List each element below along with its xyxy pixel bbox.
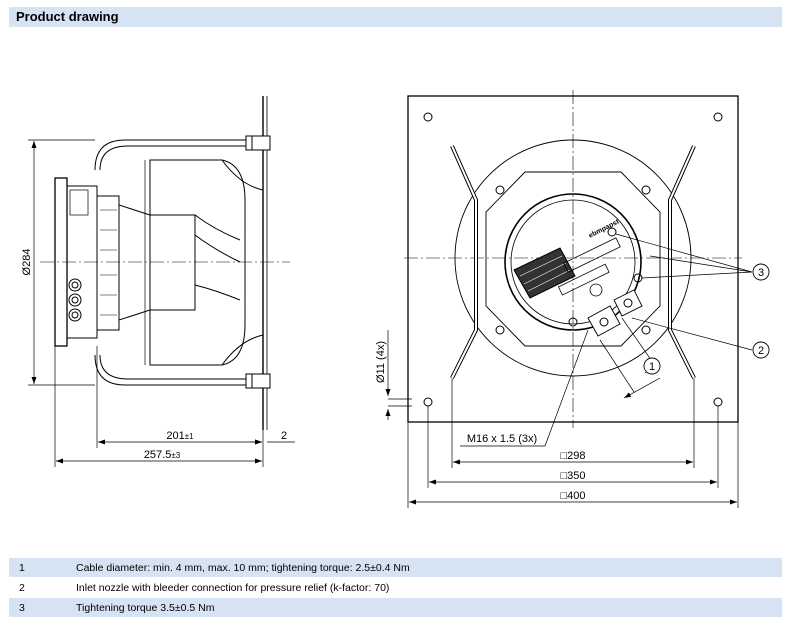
notes-table: 1 Cable diameter: min. 4 mm, max. 10 mm;… <box>9 558 782 618</box>
note-number: 2 <box>9 577 66 598</box>
dim-depth-inner-tol: ±1 <box>185 432 194 441</box>
side-view <box>40 96 290 430</box>
dim-depth-total-group: 257.5±3 <box>144 449 181 461</box>
section-title: Product drawing <box>16 9 119 24</box>
dim-400-label: □400 <box>561 490 586 502</box>
product-drawing: Ø284 201±1 257.5±3 2 <box>21 90 770 508</box>
dim-depth-total-tol: ±3 <box>171 451 180 460</box>
section-header: Product drawing <box>9 7 782 27</box>
callout-2-label: 2 <box>758 345 764 357</box>
table-row: 3 Tightening torque 3.5±0.5 Nm <box>9 597 782 618</box>
table-row: 1 Cable diameter: min. 4 mm, max. 10 mm;… <box>9 558 782 578</box>
callout-circle-3 <box>752 263 770 281</box>
thread-label: M16 x 1.5 (3x) <box>467 433 537 445</box>
note-number: 3 <box>9 597 66 618</box>
side-view-dimensions <box>28 139 295 467</box>
dim-depth-inner-label: 201 <box>166 430 184 442</box>
dim-flange-label: 2 <box>281 430 287 442</box>
dim-350-label: □350 <box>561 470 586 482</box>
table-row: 2 Inlet nozzle with bleeder connection f… <box>9 577 782 598</box>
dim-298-label: □298 <box>561 450 586 462</box>
callout-1-label: 1 <box>649 361 655 373</box>
dim-depth-total-label: 257.5 <box>144 449 172 461</box>
dim-height-label: Ø284 <box>21 249 33 276</box>
note-text: Tightening torque 3.5±0.5 Nm <box>66 597 782 618</box>
callout-circle-1 <box>643 357 661 375</box>
note-text: Cable diameter: min. 4 mm, max. 10 mm; t… <box>66 558 782 578</box>
note-number: 1 <box>9 558 66 578</box>
dim-depth-inner-group: 201±1 <box>166 430 194 442</box>
brand-label: ebmpapst <box>588 218 621 240</box>
front-view-dimensions <box>385 233 753 508</box>
callout-3-label: 3 <box>758 267 764 279</box>
callout-circle-2 <box>752 341 770 359</box>
dim-hole-label: Ø11 (4x) <box>375 341 387 383</box>
front-view <box>388 90 742 428</box>
note-text: Inlet nozzle with bleeder connection for… <box>66 577 782 598</box>
